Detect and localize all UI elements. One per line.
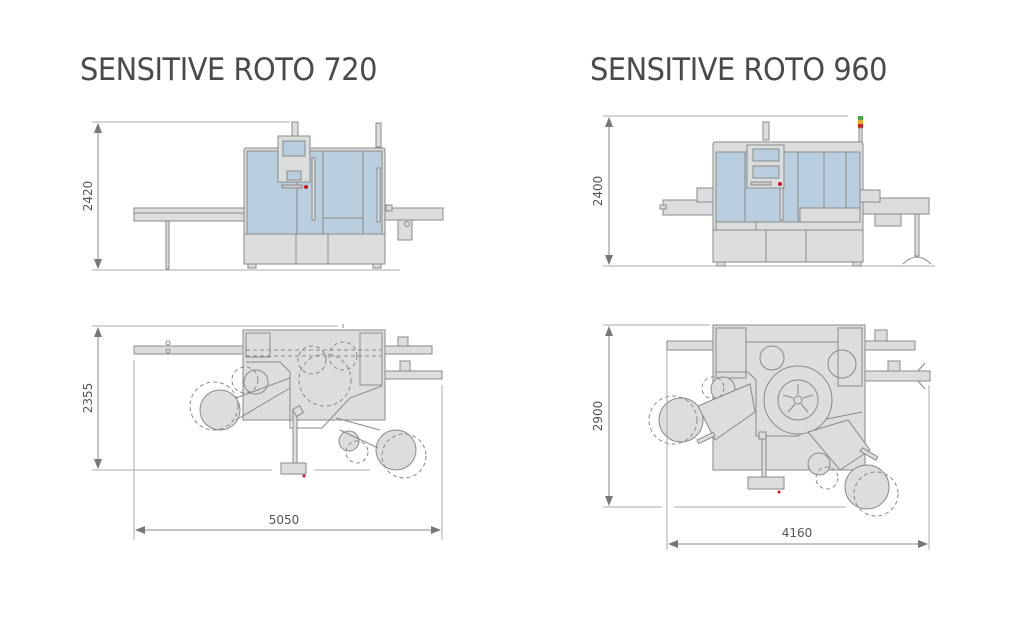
roto-960-depth-label: 2900 — [591, 401, 605, 432]
model-title-roto-960: SENSITIVE ROTO 960 — [590, 52, 887, 88]
roto-720-width-dimension — [133, 360, 443, 540]
model-title-roto-720: SENSITIVE ROTO 720 — [80, 52, 377, 88]
roto-720-width-label: 5050 — [269, 513, 300, 527]
roto-720-depth-label: 2355 — [81, 383, 95, 414]
roto-960-top-view — [603, 324, 931, 517]
roto-960-height-label: 2400 — [591, 176, 605, 207]
roto-960-width-label: 4160 — [782, 526, 813, 540]
roto-720-height-label: 2420 — [81, 181, 95, 212]
roto-720-front-view — [92, 121, 444, 271]
roto-960-width-dimension — [666, 350, 930, 550]
roto-960-front-view — [603, 115, 935, 267]
roto-720-top-view — [92, 324, 443, 479]
